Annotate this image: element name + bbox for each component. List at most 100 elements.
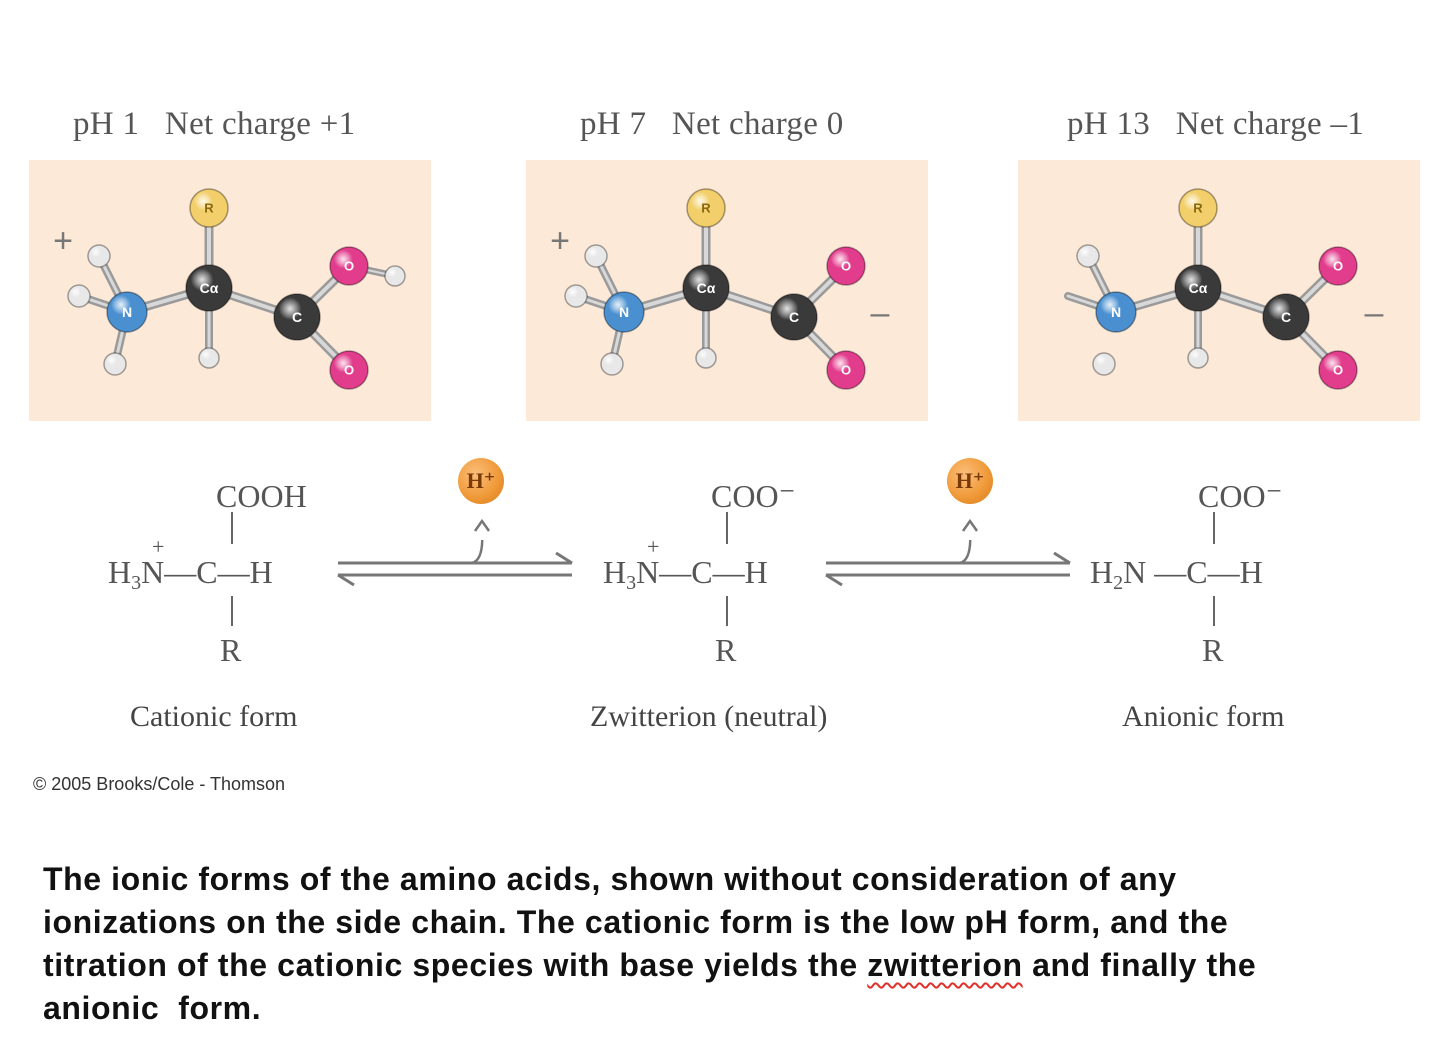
amine-nitrogen: N bbox=[141, 554, 165, 590]
carbonyl-carbon-atom-label: C bbox=[789, 309, 799, 325]
carbonyl-carbon-atom-label: C bbox=[1281, 309, 1291, 325]
alpha-carbon-atom-shade bbox=[185, 264, 233, 312]
hydrogen-atom-shade bbox=[564, 284, 588, 308]
hydrogen-atom-shade bbox=[584, 244, 608, 268]
formula-anionic: COO⁻ H2N —C—H R bbox=[1090, 470, 1350, 670]
caption-line-3-end: and finally the bbox=[1022, 947, 1257, 983]
hydrogen-atom-shade bbox=[1076, 244, 1100, 268]
vertical-bond bbox=[726, 512, 728, 544]
r-group-atom-label: R bbox=[204, 201, 214, 216]
r-group-atom-shade bbox=[686, 188, 726, 228]
caption-line-1: The ionic forms of the amino acids, show… bbox=[43, 861, 1177, 897]
alpha-carbon-bonds: —C—H bbox=[164, 554, 273, 590]
copyright-notice: © 2005 Brooks/Cole - Thomson bbox=[33, 774, 286, 794]
amine-hydrogen: H bbox=[603, 554, 627, 590]
hydrogen-atom-shade bbox=[87, 244, 111, 268]
form-label-cationic: Cationic form bbox=[130, 700, 298, 733]
panel-header-ph7: pH 7 Net charge 0 bbox=[580, 106, 844, 142]
carbonyl-carbon-atom-shade bbox=[273, 293, 321, 341]
form-label-zwitterion: Zwitterion (neutral) bbox=[590, 700, 828, 733]
r-group-label: R bbox=[1202, 632, 1224, 668]
oxygen-atom-label: O bbox=[344, 363, 354, 378]
hydrogen-atom-shade bbox=[67, 284, 91, 308]
r-group-label: R bbox=[715, 632, 737, 668]
proton-release-arrowhead-2 bbox=[961, 518, 979, 532]
caption-line-3-start: titration of the cationic species with b… bbox=[43, 947, 868, 983]
oxygen-atom-label: O bbox=[1333, 363, 1343, 378]
nitrogen-atom-label: N bbox=[122, 304, 132, 320]
nitrogen-atom-label: N bbox=[619, 304, 629, 320]
nitrogen-atom-shade bbox=[1095, 291, 1137, 333]
oxygen-atom-shade bbox=[329, 246, 369, 286]
amine-hydrogen: H bbox=[108, 554, 132, 590]
charge-sign: – bbox=[1365, 294, 1384, 332]
oxygen-atom-shade bbox=[826, 350, 866, 390]
amine-row: H2N —C—H bbox=[1090, 556, 1263, 593]
spellcheck-flagged-word[interactable]: zwitterion bbox=[867, 947, 1023, 983]
nitrogen-atom-shade bbox=[106, 291, 148, 333]
vertical-bond bbox=[726, 596, 728, 626]
alpha-carbon-bonds: —C—H bbox=[1146, 554, 1263, 590]
nitrogen-atom-shade bbox=[603, 291, 645, 333]
carbonyl-carbon-atom-shade bbox=[770, 293, 818, 341]
hydrogen-atom-shade bbox=[384, 265, 406, 287]
hydrogen-atom-shade bbox=[600, 352, 624, 376]
charge-sign: + bbox=[53, 222, 73, 260]
carbonyl-carbon-atom-label: C bbox=[292, 309, 302, 325]
panel-header-ph1: pH 1 Net charge +1 bbox=[73, 106, 356, 142]
carboxyl-group: COO⁻ bbox=[1198, 478, 1283, 514]
hydrogen-atom-shade bbox=[695, 347, 717, 369]
amine-hydrogen: H bbox=[1090, 554, 1114, 590]
r-group-atom-label: R bbox=[1193, 201, 1203, 216]
caption-line-3: titration of the cationic species with b… bbox=[43, 944, 1403, 987]
panel-header-ph13: pH 13 Net charge –1 bbox=[1067, 106, 1365, 142]
formula-zwitterion: COO⁻H3N—C—H+R bbox=[603, 470, 863, 670]
hydrogen-atom-shade bbox=[103, 352, 127, 376]
charge-sign: – bbox=[871, 294, 890, 332]
oxygen-atom-label: O bbox=[344, 259, 354, 274]
vertical-bond bbox=[1213, 512, 1215, 544]
oxygen-atom-label: O bbox=[1333, 259, 1343, 274]
r-group-atom-shade bbox=[1178, 188, 1218, 228]
amine-subscript: 3 bbox=[626, 572, 637, 594]
alpha-carbon-atom-shade bbox=[1174, 264, 1222, 312]
charge-sign: + bbox=[550, 222, 570, 260]
oxygen-atom-label: O bbox=[841, 363, 851, 378]
hydrogen-atom-shade bbox=[1187, 347, 1209, 369]
caption-line-2: ionizations on the side chain. The catio… bbox=[43, 904, 1229, 940]
vertical-bond bbox=[231, 512, 233, 544]
alpha-carbon-atom-label: Cα bbox=[200, 280, 219, 296]
equilibrium-arrow-2 bbox=[825, 540, 1071, 587]
r-group-atom-label: R bbox=[701, 201, 711, 216]
alpha-carbon-atom-label: Cα bbox=[1189, 280, 1208, 296]
hydrogen-atom-shade bbox=[198, 347, 220, 369]
amine-positive-charge: + bbox=[647, 534, 660, 559]
r-group-label: R bbox=[220, 632, 242, 668]
alpha-carbon-atom-label: Cα bbox=[697, 280, 716, 296]
equilibrium-arrow-1 bbox=[337, 540, 573, 587]
r-group-atom-shade bbox=[189, 188, 229, 228]
amine-nitrogen: N bbox=[636, 554, 660, 590]
amine-subscript: 2 bbox=[1113, 572, 1124, 594]
nitrogen-atom-label: N bbox=[1111, 304, 1121, 320]
proton-ball-2: H⁺ bbox=[947, 458, 993, 504]
hydrogen-atom-shade bbox=[1092, 352, 1116, 376]
caption-line-4: anionic form. bbox=[43, 990, 262, 1026]
carbonyl-carbon-atom-shade bbox=[1262, 293, 1310, 341]
oxygen-atom-shade bbox=[329, 350, 369, 390]
carboxyl-group: COOH bbox=[216, 478, 307, 514]
amine-nitrogen: N bbox=[1123, 554, 1147, 590]
oxygen-atom-shade bbox=[826, 246, 866, 286]
alpha-carbon-atom-shade bbox=[682, 264, 730, 312]
vertical-bond bbox=[1213, 596, 1215, 626]
proton-release-arrowhead-1 bbox=[473, 518, 491, 532]
oxygen-atom-shade bbox=[1318, 246, 1358, 286]
carboxyl-group: COO⁻ bbox=[711, 478, 796, 514]
vertical-bond bbox=[231, 596, 233, 626]
oxygen-atom-label: O bbox=[841, 259, 851, 274]
molecule-model-cationic: R N CαC O O + bbox=[53, 188, 406, 390]
